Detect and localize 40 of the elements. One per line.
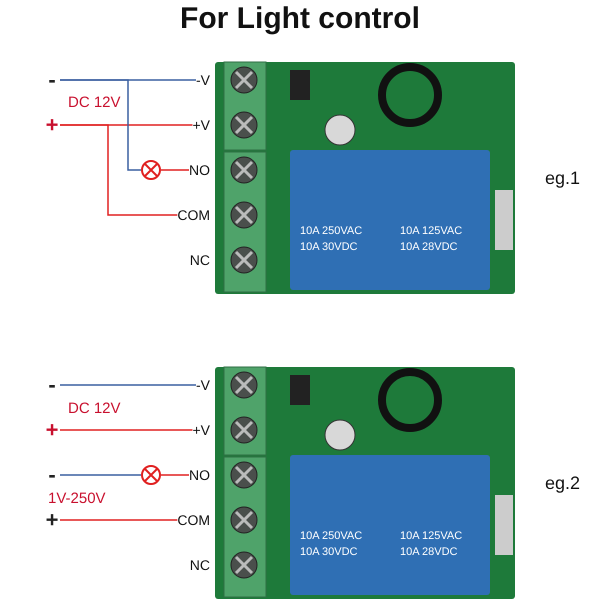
rating-text: 10A 125VAC bbox=[400, 225, 462, 237]
polarity-sign: - bbox=[44, 465, 60, 485]
terminal-label: NC bbox=[190, 555, 210, 575]
rating-text: 10A 28VDC bbox=[400, 241, 458, 253]
rating-text: 10A 30VDC bbox=[300, 241, 358, 253]
example-label: eg.2 bbox=[545, 473, 580, 494]
rating-text: 10A 250VAC bbox=[300, 530, 362, 542]
terminal-label: NC bbox=[190, 250, 210, 270]
wire bbox=[60, 124, 178, 216]
example-label: eg.1 bbox=[545, 168, 580, 189]
rating-text: 10A 30VDC bbox=[300, 546, 358, 558]
rating-text: 10A 250VAC bbox=[300, 225, 362, 237]
terminal-label: +V bbox=[192, 115, 210, 135]
wire bbox=[60, 79, 141, 171]
polarity-sign: - bbox=[44, 375, 60, 395]
wire bbox=[60, 474, 141, 476]
polarity-sign: + bbox=[44, 420, 60, 440]
polarity-sign: + bbox=[44, 510, 60, 530]
wire bbox=[60, 384, 196, 386]
terminal-label: -V bbox=[196, 375, 210, 395]
rating-text: 10A 125VAC bbox=[400, 530, 462, 542]
terminal-label: NO bbox=[189, 160, 210, 180]
terminal-label: COM bbox=[177, 205, 210, 225]
polarity-sign: - bbox=[44, 70, 60, 90]
title: For Light control bbox=[179, 2, 421, 36]
wire bbox=[60, 429, 192, 431]
rating-text: 10A 28VDC bbox=[400, 546, 458, 558]
lamp-symbol bbox=[141, 160, 161, 180]
voltage-label: DC 12V bbox=[68, 94, 121, 111]
terminal-label: COM bbox=[177, 510, 210, 530]
polarity-sign: + bbox=[44, 115, 60, 135]
terminal-label: -V bbox=[196, 70, 210, 90]
voltage-label: DC 12V bbox=[68, 400, 121, 417]
lamp-symbol bbox=[141, 465, 161, 485]
wire bbox=[161, 474, 189, 476]
terminal-label: +V bbox=[192, 420, 210, 440]
wire bbox=[161, 169, 189, 171]
voltage-label: 1V-250V bbox=[48, 490, 106, 507]
terminal-label: NO bbox=[189, 465, 210, 485]
wire bbox=[60, 519, 178, 521]
